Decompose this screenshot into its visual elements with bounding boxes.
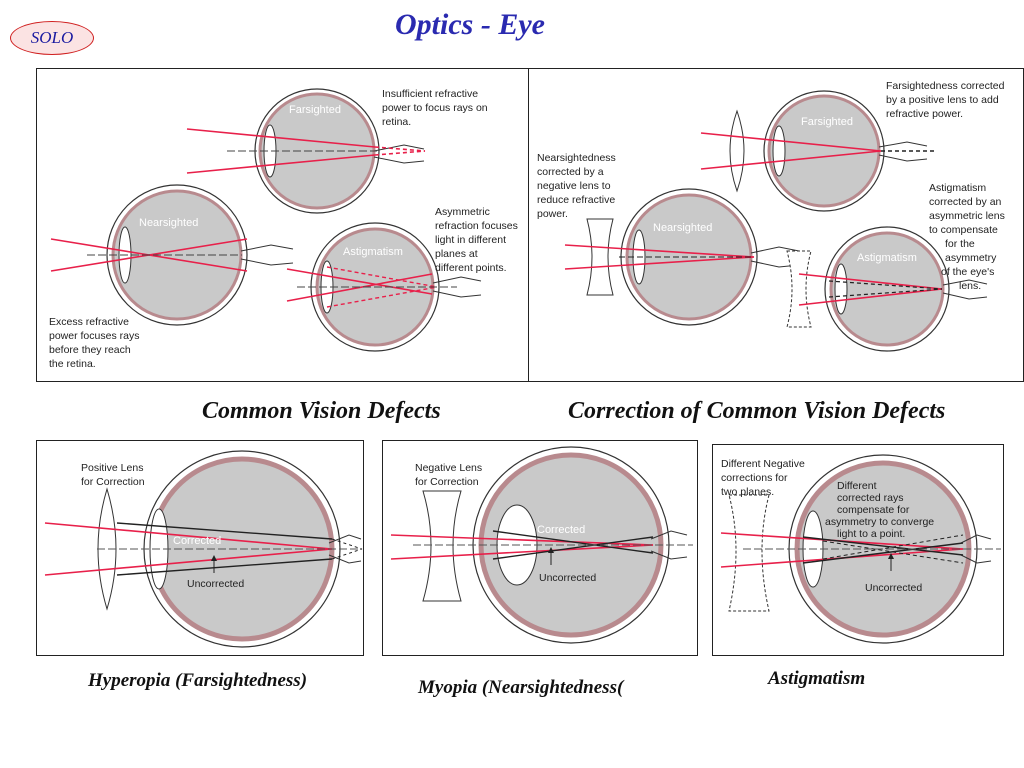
nc-note-3: negative lens to [537,180,611,192]
nearsighted-note-1: Excess refractive [49,316,129,328]
farsighted-note-1: Insufficient refractive [382,88,478,100]
panel-myopia: Negative Lens for Correction Corrected U… [382,440,698,656]
nc-note-2: corrected by a [537,166,604,178]
nc-note-5: power. [537,208,568,220]
caption-astigmatism: Astigmatism [768,668,866,689]
hyperopia-diagram: Positive Lens for Correction Corrected U… [44,450,363,648]
myopia-lens-note-1: Negative Lens [415,462,482,474]
astigmatism-eye-diagram: Astigmatism Asymmetric refraction focuse… [286,206,518,352]
astig-lens-note-1: Different Negative [721,458,805,470]
astigmatism-note-3: light in different [435,234,506,246]
nearsighted-eye-diagram: Nearsighted Excess refractive power focu… [49,184,294,370]
ac-note-1: Astigmatism [929,182,986,194]
astig-inner-note-3: compensate for [837,504,910,516]
nc-note-1: Nearsightedness [537,152,616,164]
ac-note-7: of the eye's [941,266,994,278]
astig-uncorrected: Uncorrected [865,582,922,594]
farsighted-eye-diagram: Farsighted Insufficient refractive power… [186,88,488,214]
astigmatism-note-5: different points. [435,262,507,274]
caption-correction-defects: Correction of Common Vision Defects [568,398,946,424]
solo-badge: SOLO [10,21,94,55]
nearsighted-note-4: the retina. [49,358,96,370]
astigmatism-label: Astigmatism [343,246,403,258]
myopia-lens-note-2: for Correction [415,476,479,488]
farsighted-note-3: retina. [382,116,411,128]
caption-common-defects: Common Vision Defects [202,398,441,424]
astigmatism-note-4: planes at [435,248,478,260]
ac-note-3: asymmetric lens [929,210,1005,222]
ac-note-6: asymmetry [945,252,997,264]
nearsighted-note-2: power focuses rays [49,330,139,342]
astig-lens-note-2: corrections for [721,472,788,484]
ac-note-2: corrected by an [929,196,1002,208]
fc-note-3: refractive power. [886,108,963,120]
myopia-uncorrected: Uncorrected [539,572,596,584]
ac-note-8: lens. [959,280,981,292]
astig-inner-note-5: light to a point. [837,528,905,540]
caption-myopia: Myopia (Nearsightedness( [418,677,624,698]
astigmatism-corrected-diagram: Astigmatism Astigmatism corrected by an … [786,182,1005,352]
nc-nearsighted-label: Nearsighted [653,222,712,234]
myopia-diagram: Negative Lens for Correction Corrected U… [390,446,693,644]
correction-diagram: Farsighted Farsightedness corrected by a… [537,80,1005,352]
ac-note-5: for the [945,238,975,250]
astigmatism-correction-diagram: Different Negative corrections for two p… [720,454,1001,644]
nc-note-4: reduce refractive [537,194,615,206]
panel-hyperopia: Positive Lens for Correction Corrected U… [36,440,364,656]
ac-astigmatism-label: Astigmatism [857,252,917,264]
fc-note-1: Farsightedness corrected [886,80,1005,92]
hyperopia-lens-note-2: for Correction [81,476,145,488]
caption-hyperopia: Hyperopia (Farsightedness) [88,670,308,691]
hyperopia-corrected: Corrected [173,535,221,547]
farsighted-label: Farsighted [289,104,341,116]
hyperopia-uncorrected: Uncorrected [187,578,244,590]
hyperopia-lens-note-1: Positive Lens [81,462,143,474]
farsighted-note-2: power to focus rays on [382,102,488,114]
astig-inner-note-4: asymmetry to converge [825,516,934,528]
astigmatism-note-2: refraction focuses [435,220,518,232]
panel-correction-of-defects: Farsighted Farsightedness corrected by a… [528,68,1024,382]
myopia-corrected: Corrected [537,524,585,536]
astigmatism-note-1: Asymmetric [435,206,490,218]
nearsighted-label: Nearsighted [139,217,198,229]
astig-inner-note-2: corrected rays [837,492,904,504]
nearsighted-note-3: before they reach [49,344,131,356]
ac-note-4: to compensate [929,224,998,236]
astig-lens-note-3: two planes. [721,486,774,498]
astig-inner-note-1: Different [837,480,877,492]
common-defects-diagram: Farsighted Insufficient refractive power… [49,88,518,370]
panel-common-vision-defects: Farsighted Insufficient refractive power… [36,68,536,382]
fc-farsighted-label: Farsighted [801,116,853,128]
fc-note-2: by a positive lens to add [886,94,999,106]
page-title: Optics - Eye [395,8,545,41]
panel-astigmatism: Different Negative corrections for two p… [712,444,1004,656]
farsighted-corrected-diagram: Farsighted Farsightedness corrected by a… [700,80,1005,212]
nearsighted-corrected-diagram: Nearsighted Nearsightedness corrected by… [537,152,800,326]
